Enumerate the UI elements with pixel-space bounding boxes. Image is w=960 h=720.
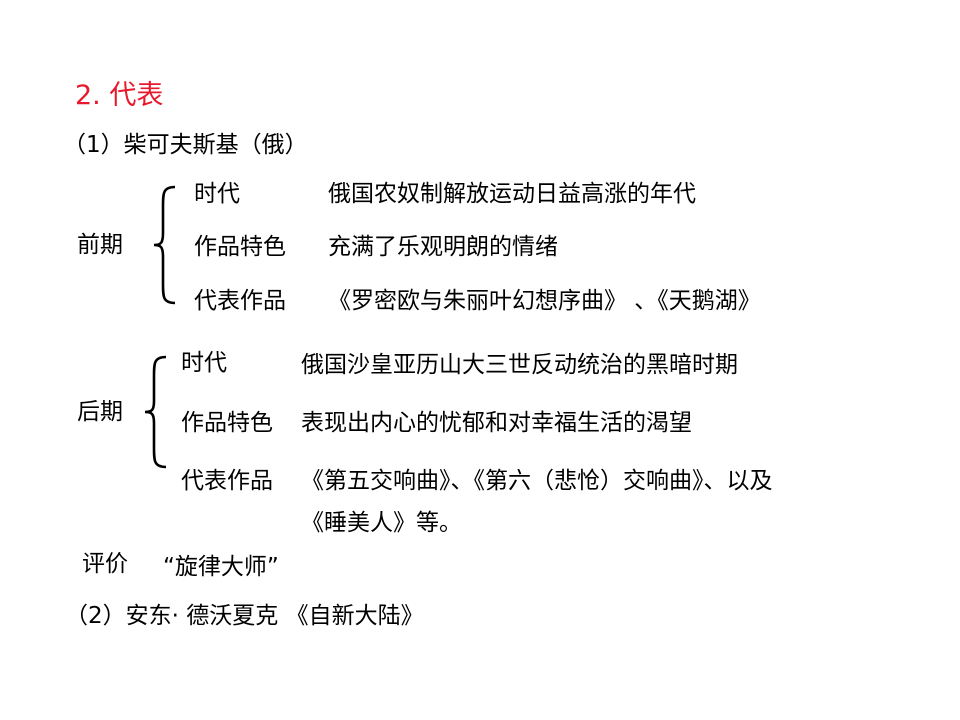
late-feature-value: 表现出内心的忧郁和对幸福生活的渴望 — [301, 410, 692, 436]
late-works-value-line2: 《睡美人》等。 — [301, 510, 462, 536]
slide-title: 2. 代表 — [75, 80, 164, 111]
late-period-label: 后期 — [77, 399, 123, 425]
early-era-value: 俄国农奴制解放运动日益高涨的年代 — [328, 181, 696, 207]
early-period-label: 前期 — [77, 232, 123, 258]
early-period-brace — [153, 185, 176, 305]
late-works-label: 代表作品 — [181, 468, 273, 494]
evaluation-value: “旋律大师” — [163, 554, 279, 580]
late-era-value: 俄国沙皇亚历山大三世反动统治的黑暗时期 — [301, 352, 738, 378]
early-works-value: 《罗密欧与朱丽叶幻想序曲》 、《天鹅湖》 — [328, 288, 761, 314]
evaluation-label: 评价 — [82, 551, 128, 577]
early-feature-value: 充满了乐观明朗的情绪 — [328, 234, 558, 260]
late-era-label: 时代 — [181, 350, 227, 376]
early-feature-label: 作品特色 — [194, 234, 286, 260]
late-period-brace — [144, 355, 167, 469]
early-era-label: 时代 — [194, 181, 240, 207]
early-works-label: 代表作品 — [194, 288, 286, 314]
late-works-value-line1: 《第五交响曲》、《第六（悲怆）交响曲》、以及 — [301, 468, 773, 494]
composer-heading-dvorak: （2）安东· 德沃夏克 《自新大陆》 — [65, 603, 424, 629]
late-feature-label: 作品特色 — [181, 410, 273, 436]
composer-heading-tchaikovsky: （1）柴可夫斯基（俄） — [63, 132, 308, 158]
